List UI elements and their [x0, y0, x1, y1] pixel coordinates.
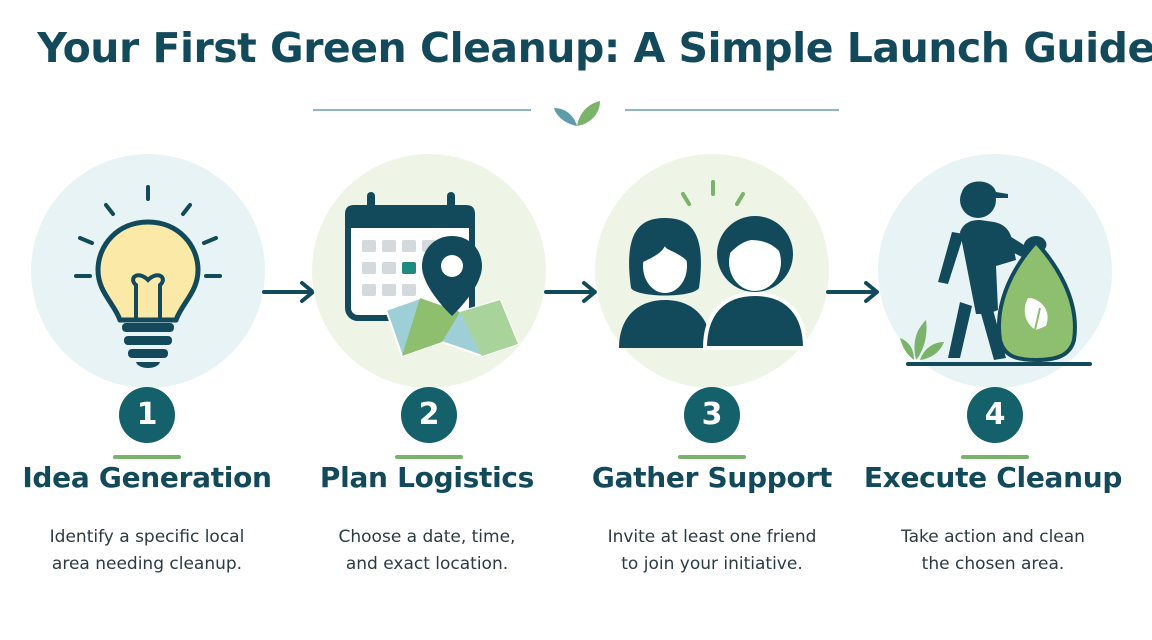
step-1-description: Identify a specific local area needing c… [49, 527, 245, 574]
person-trash-bag-icon [900, 181, 1092, 366]
step-1-title: Idea Generation [22, 461, 272, 494]
step-1-underline [113, 455, 181, 459]
calendar-map-icon [345, 192, 520, 358]
arrow-right-icon [544, 281, 597, 303]
step-4-title: Execute Cleanup [863, 461, 1123, 494]
step-3-badge: 3 [684, 387, 740, 443]
divider-right [625, 109, 839, 111]
step-4-underline [961, 455, 1029, 459]
leaf-icon [554, 101, 600, 126]
step-2-description: Choose a date, time, and exact location. [338, 527, 516, 574]
step-2-title: Plan Logistics [319, 461, 535, 494]
two-people-icon [619, 180, 808, 350]
step-3-title: Gather Support [591, 461, 833, 494]
step-2-underline [395, 455, 463, 459]
step-1-badge: 1 [119, 387, 175, 443]
page-title: Your First Green Cleanup: A Simple Launc… [37, 24, 1152, 72]
step-2-badge: 2 [401, 387, 457, 443]
step-3-description: Invite at least one friend to join your … [607, 527, 817, 574]
lightbulb-icon [74, 185, 222, 368]
step-3-underline [678, 455, 746, 459]
step-4-badge: 4 [967, 387, 1023, 443]
divider-left [313, 109, 531, 111]
arrow-right-icon [826, 281, 879, 303]
step-4-description: Take action and clean the chosen area. [901, 527, 1085, 574]
